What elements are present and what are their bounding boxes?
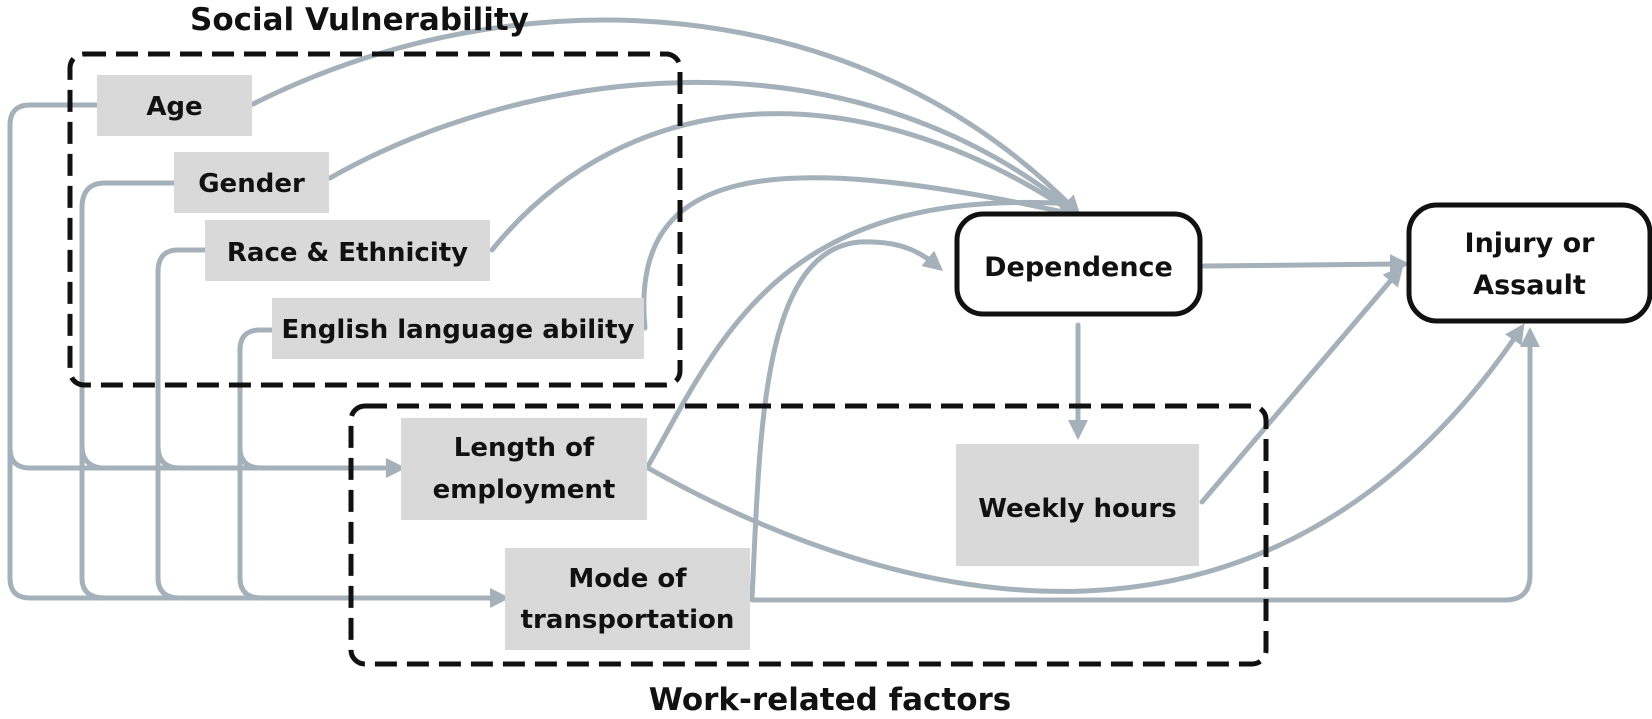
node-mode-of-transportation-line2: transportation [521, 605, 735, 635]
arrow-mode-to-injury [749, 327, 1540, 603]
arrow-length-to-injury [645, 323, 1525, 594]
node-english-language-ability: English language ability [272, 298, 644, 359]
arrow-race-to-mode [155, 443, 183, 601]
node-length-of-employment: Length of employment [401, 418, 647, 520]
node-dependence: Dependence [954, 211, 1203, 317]
node-injury-or-assault-line1: Injury or [1465, 228, 1596, 259]
node-injury-or-assault: Injury or Assault [1406, 202, 1652, 324]
arrow-english-to-dependence [641, 175, 1075, 331]
arrow-age-to-length [7, 102, 406, 478]
arrows [7, 17, 1540, 608]
work-related-factors-group [348, 403, 1269, 667]
node-weekly-hours-label: Weekly hours [978, 494, 1176, 524]
node-age-label: Age [146, 92, 202, 122]
arrow-race-to-length [155, 247, 208, 471]
node-age: Age [97, 75, 252, 136]
node-mode-of-transportation: Mode of transportation [505, 548, 750, 650]
node-race-ethnicity: Race & Ethnicity [205, 220, 490, 281]
arrow-gender-to-dependence [327, 80, 1082, 218]
arrow-english-to-mode [237, 445, 265, 601]
node-length-of-employment-line2: employment [433, 475, 616, 505]
arrow-weekly-hours-to-injury [1199, 265, 1404, 505]
node-gender-label: Gender [198, 169, 305, 199]
social-vulnerability-title: Social Vulnerability [190, 2, 529, 38]
arrow-dependence-to-injury [1201, 254, 1410, 275]
work-related-factors-title: Work-related factors [649, 682, 1011, 718]
node-injury-or-assault-line2: Assault [1473, 270, 1586, 301]
arrow-gender-to-length [79, 180, 177, 471]
node-english-language-ability-label: English language ability [282, 315, 635, 345]
node-mode-of-transportation-line1: Mode of [568, 564, 687, 594]
arrow-mode-to-dependence [749, 239, 944, 601]
arrow-age-to-mode [7, 445, 510, 608]
node-weekly-hours: Weekly hours [956, 444, 1199, 566]
node-dependence-label: Dependence [984, 252, 1173, 283]
arrow-age-to-dependence [250, 17, 1081, 216]
arrow-race-to-dependence [489, 111, 1082, 253]
node-length-of-employment-line1: Length of [454, 433, 595, 463]
arrow-length-to-dependence [645, 200, 1075, 469]
arrow-english-to-length [237, 327, 275, 471]
node-gender: Gender [174, 152, 329, 213]
social-vulnerability-group [67, 51, 683, 388]
node-race-ethnicity-label: Race & Ethnicity [227, 238, 468, 268]
arrow-gender-to-mode [79, 442, 108, 601]
